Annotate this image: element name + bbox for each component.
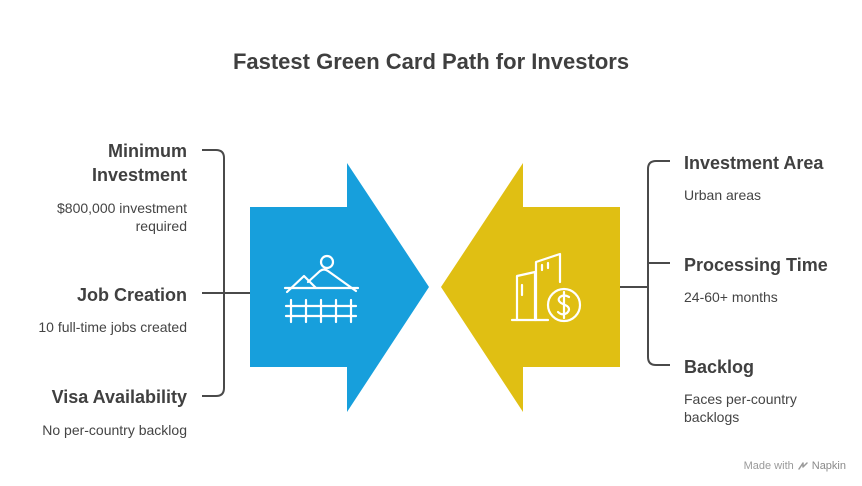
minimum-investment-desc: $800,000 investment required bbox=[57, 200, 187, 234]
napkin-logo-icon bbox=[798, 462, 808, 470]
job-creation-desc: 10 full-time jobs created bbox=[38, 319, 187, 335]
investment-area-label: Investment Area bbox=[684, 153, 824, 173]
right-bracket bbox=[620, 160, 670, 366]
processing-time-desc: 24-60+ months bbox=[684, 289, 778, 305]
made-with-text: Made with bbox=[743, 460, 794, 472]
visa-availability-desc: No per-country backlog bbox=[42, 422, 187, 438]
made-with-napkin[interactable]: Made with Napkin bbox=[744, 460, 846, 472]
backlog-desc: Faces per-country backlogs bbox=[684, 391, 797, 425]
right-arrow bbox=[441, 163, 620, 412]
backlog-label: Backlog bbox=[684, 357, 755, 377]
left-bracket bbox=[202, 149, 250, 397]
investment-area-desc: Urban areas bbox=[684, 187, 762, 203]
napkin-brand: Napkin bbox=[811, 460, 846, 472]
processing-time-label: Processing Time bbox=[684, 255, 828, 275]
page-title: Fastest Green Card Path for Investors bbox=[232, 49, 630, 74]
landscape-fence-icon bbox=[283, 254, 360, 324]
minimum-investment-label: Minimum Investment bbox=[91, 141, 187, 185]
buildings-dollar-icon bbox=[510, 252, 582, 323]
job-creation-label: Job Creation bbox=[76, 285, 187, 305]
visa-availability-label: Visa Availability bbox=[51, 387, 187, 407]
